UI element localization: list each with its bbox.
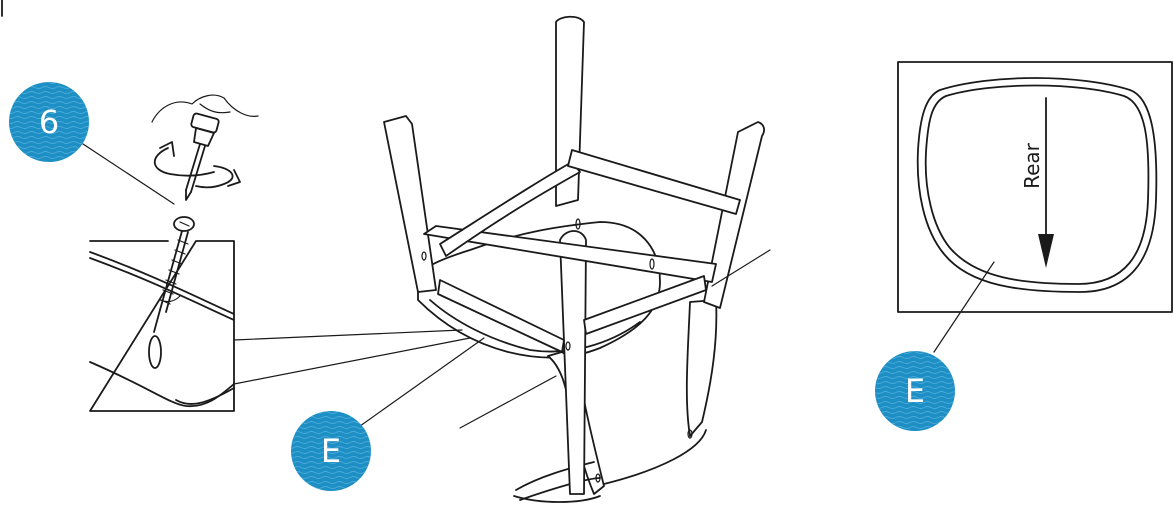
- rear-label: Rear: [1020, 142, 1044, 189]
- screw-detail-inset: [89, 240, 235, 412]
- leader-line-bottom: [233, 337, 471, 385]
- step-number: 6: [39, 103, 59, 141]
- leader-line-part-main: [345, 337, 485, 437]
- part-e-badge-main: E: [291, 411, 371, 491]
- screw-icon: [148, 216, 195, 369]
- part-label-inset: E: [905, 372, 925, 410]
- leader-line-step: [79, 141, 175, 205]
- chair-illustration: [383, 15, 771, 503]
- part-label-main: E: [321, 432, 341, 470]
- step-number-badge: 6: [9, 82, 89, 162]
- part-e-badge-inset: E: [875, 351, 955, 431]
- leader-line-top: [233, 329, 463, 341]
- seat-orientation-inset: Rear: [897, 61, 1173, 353]
- screwdriver-icon: [151, 94, 259, 201]
- rotate-arrows-icon: [153, 141, 241, 189]
- arrow-head-icon: [1038, 234, 1054, 268]
